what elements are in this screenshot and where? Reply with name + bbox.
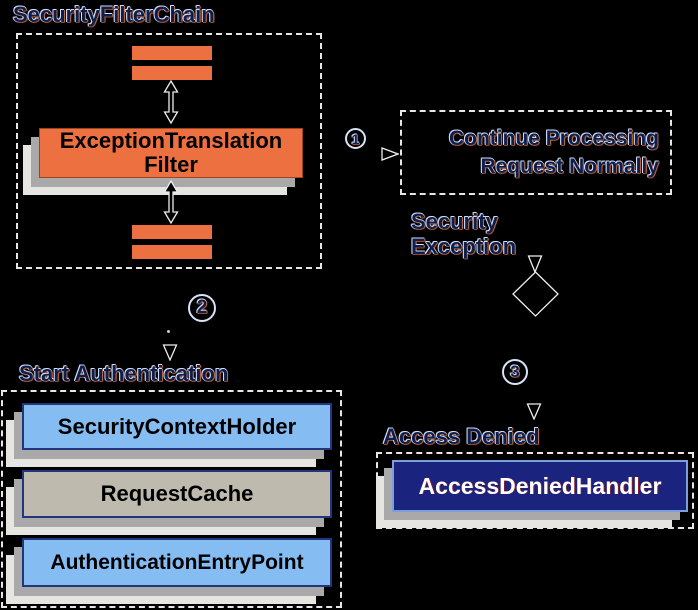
request-cache-box: RequestCache	[22, 470, 332, 518]
flow-arrow-down-icon	[526, 403, 542, 420]
step-2-badge: 2	[188, 294, 216, 322]
decision-diamond-icon	[512, 271, 559, 317]
flow-line-dot	[167, 330, 170, 333]
continue-processing-box: Continue Processing Request Normally	[400, 110, 672, 195]
step-1-number: 1	[351, 130, 360, 147]
flow-arrow-down-icon	[162, 344, 178, 361]
double-arrow-icon	[163, 180, 179, 224]
security-exception-line2: Exception	[411, 234, 517, 259]
security-exception-line1: Security	[411, 209, 498, 234]
security-filter-chain-title: SecurityFilterChain	[13, 2, 215, 27]
filter-name-line1: ExceptionTranslation	[59, 128, 283, 153]
access-denied-box: AccessDeniedHandler	[376, 452, 694, 529]
continue-processing-line2: Request Normally	[480, 154, 659, 178]
step-1-badge: 1	[345, 128, 366, 149]
flow-arrow-right-icon	[381, 147, 399, 161]
security-exception-label: Security Exception	[411, 209, 516, 259]
filter-name-line2: Filter	[144, 152, 198, 177]
step-3-badge: 3	[502, 359, 528, 385]
filter-placeholder-bar	[132, 245, 212, 259]
exception-translation-filter-box: ExceptionTranslation Filter	[39, 128, 303, 178]
authentication-entry-point-box: AuthenticationEntryPoint	[22, 538, 332, 587]
access-denied-handler-box: AccessDeniedHandler	[392, 460, 688, 512]
filter-placeholder-bar	[132, 46, 212, 60]
continue-processing-line1: Continue Processing	[448, 126, 659, 150]
access-denied-title: Access Denied	[383, 424, 540, 449]
filter-placeholder-bar	[132, 225, 212, 239]
filter-placeholder-bar	[132, 66, 212, 80]
double-arrow-icon	[163, 80, 179, 124]
security-filter-chain-box: ExceptionTranslation Filter	[16, 33, 322, 269]
security-context-holder-box: SecurityContextHolder	[22, 403, 332, 450]
flow-arrow-down-icon	[527, 255, 543, 273]
start-authentication-box: SecurityContextHolder RequestCache Authe…	[1, 390, 342, 608]
step-3-number: 3	[510, 362, 520, 381]
start-authentication-title: Start Authentication	[19, 361, 229, 386]
step-2-number: 2	[196, 297, 208, 318]
